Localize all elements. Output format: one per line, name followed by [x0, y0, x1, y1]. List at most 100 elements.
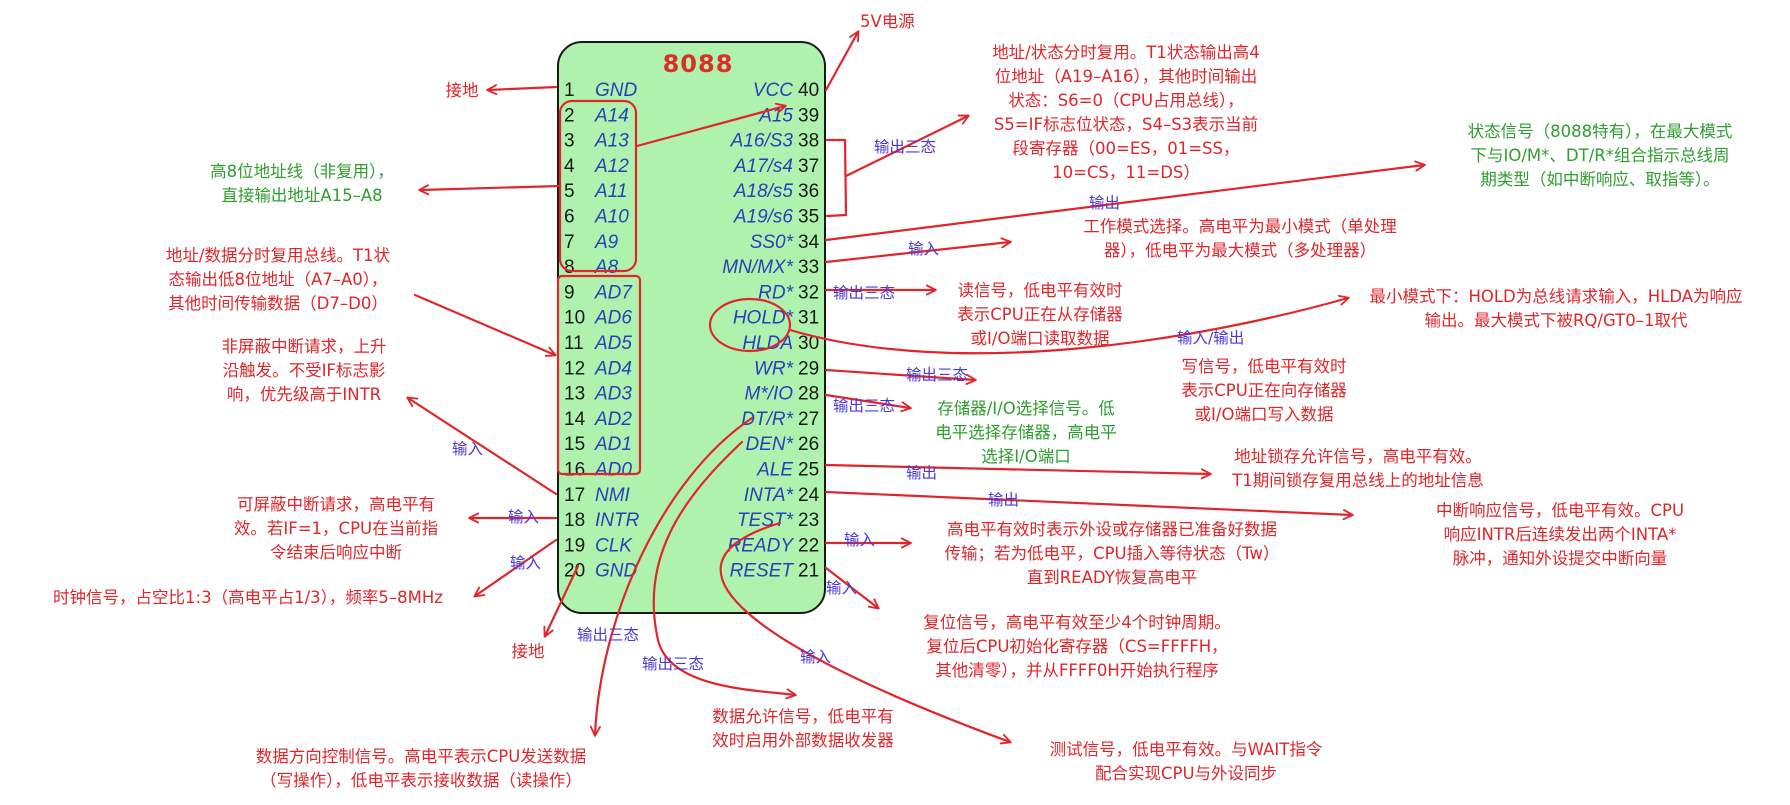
note-line: 地址/数据分时复用总线。T1状 [166, 246, 391, 265]
pin-number: 40 [798, 80, 819, 101]
pin-name: A10 [594, 207, 629, 228]
dir-a16-a19: 输出三态 [874, 138, 936, 156]
vcc-line [824, 30, 860, 92]
dir-rd: 输出三态 [833, 284, 895, 302]
note-mn-mx: 工作模式选择。高电平为最小模式（单处理器），低电平为最大模式（多处理器） [1083, 217, 1397, 260]
dir-hold: 输入/输出 [1177, 329, 1244, 347]
den-line [652, 440, 797, 700]
note-line: 状态：S6=0（CPU占用总线）， [1008, 91, 1244, 110]
note-line: 数据方向控制信号。高电平表示CPU发送数据 [256, 747, 587, 766]
pin-name: AD0 [594, 460, 632, 481]
pin-name: CLK [595, 535, 633, 556]
pin-name: DEN* [745, 434, 793, 455]
note-ale: 地址锁存允许信号，高电平有效。 T1期间锁存复用总线上的地址信息 [1231, 447, 1484, 490]
pin-number: 36 [798, 181, 819, 202]
note-line: 直接输出地址A15–A8 [221, 186, 382, 205]
hold-line [788, 294, 1350, 355]
pin-number: 8 [564, 257, 575, 278]
note-line: 配合实现CPU与外设同步 [1095, 764, 1277, 783]
chip-title: 8088 [663, 50, 734, 78]
pin-name: AD7 [594, 282, 633, 303]
note-line: 5V电源 [860, 12, 915, 31]
dtr-line [589, 416, 754, 737]
note-line: 存储器/I/O选择信号。低 [937, 399, 1114, 418]
pin-number: 26 [798, 434, 819, 455]
direction-labels: 输出三态 输出 输入 输出三态 输入/输出 输出三态 输出三态 输出 输出 输入… [452, 138, 1244, 673]
dir-inta: 输出 [988, 491, 1019, 509]
note-line: 表示CPU正在从存储器 [957, 305, 1123, 324]
pin-name: A18/s5 [733, 181, 794, 202]
pin-number: 33 [798, 257, 819, 278]
pin-name: AD3 [594, 384, 632, 405]
note-line: 工作模式选择。高电平为最小模式（单处理 [1083, 217, 1397, 236]
ad-line [413, 293, 557, 357]
pin-name: DT/R* [741, 409, 793, 430]
ale-line [824, 463, 1212, 480]
note-gnd1: 接地 [446, 81, 479, 100]
pin-number: 29 [798, 358, 819, 379]
pin-number: 18 [564, 510, 585, 531]
pin-number: 30 [798, 333, 819, 354]
note-gnd20: 接地 [512, 642, 545, 661]
wr-line [824, 368, 977, 385]
dir-mio: 输出三态 [833, 397, 895, 415]
dir-nmi: 输入 [452, 440, 483, 458]
note-line: 效时启用外部数据收发器 [712, 731, 894, 750]
pin-name: HLDA [742, 333, 793, 354]
note-line: 高电平有效时表示外设或存储器已准备好数据 [947, 520, 1277, 539]
pin-number: 17 [564, 485, 585, 506]
a16-a19-line [844, 114, 970, 178]
note-ad-bus: 地址/数据分时复用总线。T1状态输出低8位地址（A7–A0），其他时间传输数据（… [166, 246, 391, 313]
note-reset: 复位信号，高电平有效至少4个时钟周期。复位后CPU初始化寄存器（CS=FFFFH… [923, 613, 1231, 680]
pin-name: A17/s4 [733, 156, 793, 177]
note-line: 器），低电平为最大模式（多处理器） [1104, 241, 1376, 260]
clk-line [473, 538, 558, 598]
nmi-line [406, 396, 558, 496]
note-line: 中断响应信号，低电平有效。CPU [1436, 501, 1684, 520]
note-line: 读信号，低电平有效时 [958, 281, 1123, 300]
pin-number: 3 [564, 131, 575, 152]
pin-name: NMI [595, 485, 631, 506]
dir-wr: 输出三态 [906, 366, 968, 384]
pin-number: 13 [564, 384, 585, 405]
dir-reset: 输入 [826, 579, 857, 597]
note-line: 输出。最大模式下被RQ/GT0–1取代 [1424, 311, 1688, 330]
pin-number: 23 [798, 510, 819, 531]
note-hold-hlda: 最小模式下：HOLD为总线请求输入，HLDA为响应输出。最大模式下被RQ/GT0… [1369, 287, 1742, 330]
pin-number: 11 [564, 333, 584, 354]
note-line: 位地址（A19–A16），其他时间输出 [995, 67, 1258, 86]
pin-number: 28 [798, 384, 819, 405]
pin-name: WR* [754, 358, 794, 379]
dir-ale: 输出 [906, 464, 937, 482]
pin-name: M*/IO [744, 384, 793, 405]
note-ready: 高电平有效时表示外设或存储器已准备好数据传输；若为低电平，CPU插入等待状态（T… [945, 520, 1280, 587]
note-line: 复位信号，高电平有效至少4个时钟周期。 [923, 613, 1231, 632]
pin-number: 19 [564, 535, 585, 556]
dir-intr: 输入 [508, 508, 539, 526]
note-line: 地址锁存允许信号，高电平有效。 [1234, 447, 1482, 466]
pin-name: MN/MX* [722, 257, 793, 278]
a15-line [635, 102, 787, 148]
pin-number: 25 [798, 460, 819, 481]
pin-number: 15 [564, 434, 585, 455]
note-line: 接地 [446, 81, 479, 100]
dir-ready: 输入 [844, 531, 875, 549]
note-line: 响，优先级高于INTR [227, 385, 381, 404]
note-line: 效。若IF=1，CPU在当前指 [234, 519, 438, 538]
pin-number: 14 [564, 409, 586, 430]
pin-name: A12 [594, 156, 629, 177]
note-line: 电平选择存储器，高电平 [935, 423, 1117, 442]
note-line: 表示CPU正在向存储器 [1181, 381, 1347, 400]
pin-number: 31 [798, 308, 819, 329]
mio-line [824, 393, 912, 413]
note-line: 或I/O端口读取数据 [971, 329, 1110, 348]
note-line: T1期间锁存复用总线上的地址信息 [1231, 471, 1484, 490]
dir-mnmx: 输入 [908, 240, 939, 258]
note-line: 响应INTR后连续发出两个INTA* [1444, 525, 1677, 544]
pin-name: RD* [758, 282, 793, 303]
dir-dtr: 输出三态 [577, 626, 639, 644]
